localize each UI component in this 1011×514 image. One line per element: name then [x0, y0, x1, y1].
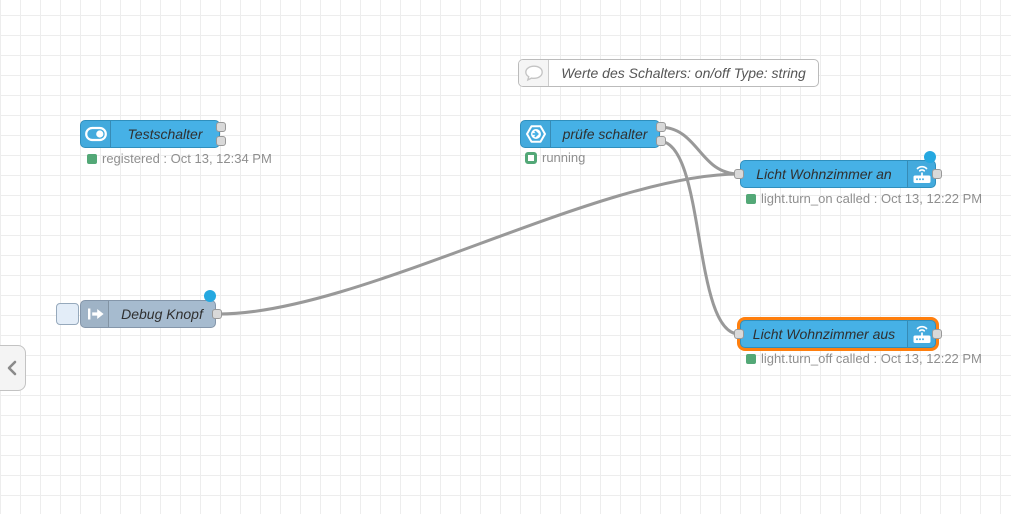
- node-label: Licht Wohnzimmer aus: [752, 326, 896, 342]
- node-label: Testschalter: [127, 126, 203, 142]
- node-status: registered : Oct 13, 12:34 PM: [87, 151, 272, 166]
- smart-device-wifi-icon: [907, 321, 935, 347]
- status-indicator: [525, 151, 537, 164]
- node-testschalter[interactable]: Testschalter: [80, 120, 226, 148]
- output-port-1[interactable]: [216, 122, 226, 132]
- node-licht-wohnzimmer-aus[interactable]: Licht Wohnzimmer aus: [734, 320, 942, 348]
- inject-button[interactable]: [56, 303, 79, 325]
- input-port[interactable]: [734, 169, 744, 179]
- node-status: light.turn_off called : Oct 13, 12:22 PM: [746, 351, 982, 366]
- node-debug-knopf[interactable]: Debug Knopf: [80, 300, 222, 328]
- node-pruefe-schalter[interactable]: prüfe schalter: [520, 120, 666, 148]
- palette-toggle-button[interactable]: [0, 345, 26, 391]
- toggle-switch-icon: [81, 121, 111, 147]
- hexagon-arrow-icon: [521, 121, 551, 147]
- changed-indicator-dot: [924, 151, 936, 163]
- comment-label: Werte des Schalters: on/off Type: string: [561, 65, 806, 81]
- status-text: running: [542, 150, 586, 165]
- output-port[interactable]: [212, 309, 222, 319]
- speech-bubble-icon: [519, 60, 549, 86]
- status-indicator: [746, 353, 756, 364]
- node-label: Debug Knopf: [121, 306, 203, 322]
- node-status: light.turn_on called : Oct 13, 12:22 PM: [746, 191, 982, 206]
- status-indicator: [746, 193, 756, 204]
- status-text: light.turn_on called : Oct 13, 12:22 PM: [761, 191, 983, 206]
- comment-node[interactable]: Werte des Schalters: on/off Type: string: [518, 59, 819, 87]
- wire-debug-to-licht-an[interactable]: [217, 172, 741, 316]
- output-port-1[interactable]: [656, 122, 666, 132]
- wire-pruefe1-to-licht-an[interactable]: [657, 125, 741, 176]
- output-port-2[interactable]: [216, 136, 226, 146]
- node-label: prüfe schalter: [562, 126, 648, 142]
- output-port-2[interactable]: [656, 136, 666, 146]
- wire-pruefe2-to-licht-aus[interactable]: [657, 139, 741, 336]
- node-label: Licht Wohnzimmer an: [756, 166, 892, 182]
- output-port[interactable]: [932, 329, 942, 339]
- node-status: running: [525, 150, 585, 165]
- output-port[interactable]: [932, 169, 942, 179]
- changed-indicator-dot: [204, 290, 216, 302]
- input-port[interactable]: [734, 329, 744, 339]
- status-text: light.turn_off called : Oct 13, 12:22 PM: [761, 351, 982, 366]
- status-text: registered : Oct 13, 12:34 PM: [102, 151, 272, 166]
- node-licht-wohnzimmer-an[interactable]: Licht Wohnzimmer an: [734, 160, 942, 188]
- inject-arrow-icon: [81, 301, 109, 327]
- chevron-left-icon: [7, 360, 17, 376]
- smart-device-wifi-icon: [907, 161, 935, 187]
- status-indicator: [87, 153, 97, 164]
